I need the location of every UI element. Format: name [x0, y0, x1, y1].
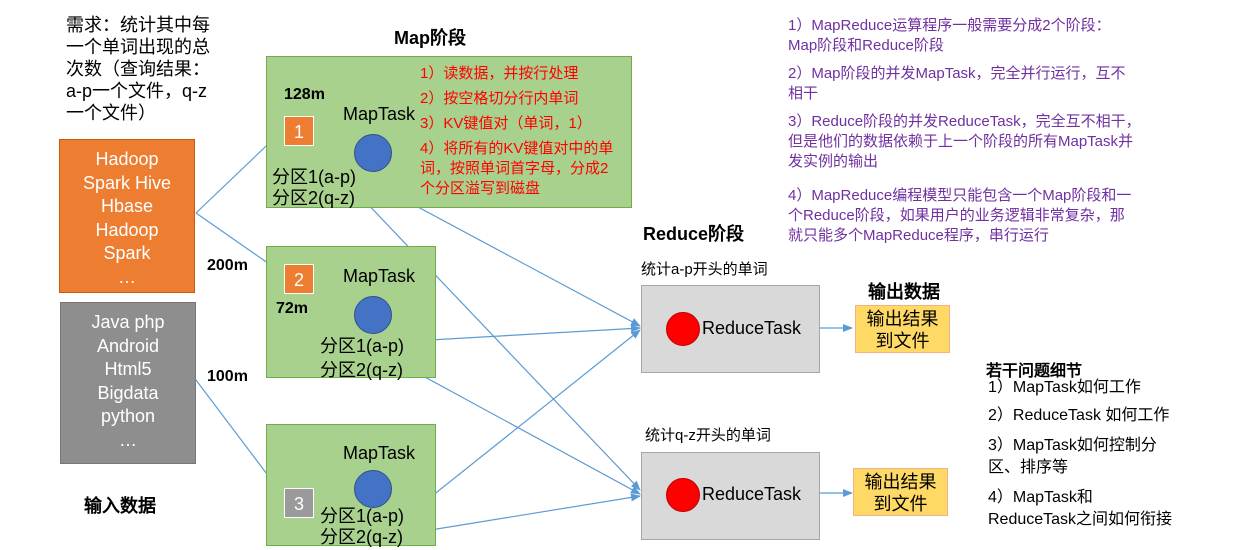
output-result-1: 输出结果 到文件	[855, 305, 950, 353]
question-item: 1）MapTask如何工作	[988, 379, 1141, 396]
split-size-72m: 72m	[276, 300, 309, 317]
split-size-100m: 100m	[207, 368, 248, 385]
input-line: …	[118, 266, 136, 287]
map-steps: 1）读数据，并按行处理 2）按空格切分行内单词 3）KV键值对（单词，1） 4）…	[420, 63, 613, 198]
note-line: 发实例的输出	[788, 153, 879, 170]
map-step: 3）KV键值对（单词，1）	[420, 115, 592, 132]
question-item: 4）MapTask和	[988, 489, 1093, 506]
input-line: …	[119, 429, 137, 450]
note-line: 个Reduce阶段，如果用户的业务逻辑非常复杂，那	[788, 207, 1125, 224]
input-line: Android	[96, 335, 160, 356]
reduce-stage-title: Reduce阶段	[643, 224, 745, 244]
map3-partition2: 分区2(q-z)	[320, 527, 404, 547]
question-item: 3）MapTask如何控制分	[988, 437, 1157, 454]
reducetask-label-1: ReduceTask	[702, 318, 802, 338]
note-line: Map阶段和Reduce阶段	[788, 37, 944, 54]
map-task-box-2	[266, 246, 436, 378]
split-3-badge: 3	[284, 488, 314, 518]
note-line: 2）Map阶段的并发MapTask，完全并行运行，互不	[788, 65, 1126, 82]
reduce-group1-caption: 统计a-p开头的单词	[641, 261, 768, 278]
map2-partition2: 分区2(q-z)	[320, 360, 404, 380]
maptask-1-icon	[354, 134, 392, 172]
requirement-text: 需求：统计其中每 一个单词出现的总 次数（查询结果： a-p一个文件，q-z 一…	[66, 14, 241, 124]
requirement-line: 一个单词出现的总	[66, 37, 210, 57]
output-data-title: 输出数据	[868, 282, 940, 302]
requirement-line: 一个文件）	[66, 103, 156, 123]
output-result-2: 输出结果 到文件	[853, 468, 948, 516]
note-line: 但是他们的数据依赖于上一个阶段的所有MapTask并	[788, 133, 1134, 150]
questions-list: 1）MapTask如何工作 2）ReduceTask 如何工作 3）MapTas…	[988, 377, 1172, 531]
maptask-2-icon	[354, 296, 392, 334]
map-stage-title: Map阶段	[394, 28, 466, 48]
input-line: python	[100, 406, 156, 426]
requirement-line: 次数（查询结果：	[66, 59, 210, 79]
input-line: Html5	[104, 359, 152, 379]
maptask-3-icon	[354, 470, 392, 508]
map1-partition1: 分区1(a-p)	[272, 167, 357, 187]
map3-partition1: 分区1(a-p)	[320, 506, 405, 526]
arrow-map3p2-reduce2	[411, 493, 641, 534]
input-line: Hadoop	[95, 219, 159, 240]
output-line: 输出结果	[864, 472, 937, 492]
map-step: 词，按照单词首字母，分成2	[420, 160, 609, 177]
reducetask-2-icon	[666, 478, 700, 512]
input-line: Hbase	[100, 196, 154, 216]
map2-partition1: 分区1(a-p)	[320, 336, 405, 356]
question-item: 区、排序等	[988, 459, 1069, 476]
map-step: 个分区溢写到磁盘	[420, 180, 541, 197]
map-step: 4）将所有的KV键值对中的单	[420, 140, 614, 157]
note-line: 4）MapReduce编程模型只能包含一个Map阶段和一	[788, 187, 1132, 204]
note-line: 3）Reduce阶段的并发ReduceTask，完全互不相干，	[788, 113, 1141, 130]
requirement-line: a-p一个文件，q-z	[66, 81, 208, 101]
split-size-200m: 200m	[207, 257, 248, 274]
stage-notes: 1）MapReduce运算程序一般需要分成2个阶段： Map阶段和Reduce阶…	[788, 16, 1188, 246]
arrow-map2p1-reduce1	[411, 324, 641, 342]
output-line: 到文件	[873, 494, 928, 514]
requirement-line: 需求：统计其中每	[66, 15, 210, 35]
output-line: 输出结果	[866, 309, 939, 329]
map1-partition2: 分区2(q-z)	[272, 188, 356, 208]
note-line: 相干	[788, 85, 819, 102]
reducetask-label-2: ReduceTask	[702, 484, 802, 504]
reduce-group2-caption: 统计q-z开头的单词	[645, 427, 771, 444]
input-line: Hadoop	[95, 149, 159, 169]
questions-title: 若干问题细节	[986, 363, 1083, 380]
input-line: Spark	[103, 243, 151, 263]
split-size-128m: 128m	[284, 86, 325, 103]
map-task-box-3	[266, 424, 436, 546]
maptask-label-3: MapTask	[343, 443, 416, 463]
question-item: 2）ReduceTask 如何工作	[988, 407, 1170, 424]
input-file-2: Java php Android Html5 Bigdata python …	[60, 302, 196, 464]
maptask-label-1: MapTask	[343, 104, 416, 124]
reducetask-box-1	[641, 285, 820, 373]
split-1-badge: 1	[284, 116, 314, 146]
map-task-box-1	[266, 56, 632, 208]
note-line: 1）MapReduce运算程序一般需要分成2个阶段：	[788, 17, 1111, 34]
input-line: Spark Hive	[82, 172, 172, 193]
arrow-map2p2-reduce2	[411, 369, 641, 495]
map-step: 1）读数据，并按行处理	[420, 65, 579, 82]
output-line: 到文件	[875, 331, 930, 351]
arrow-map3p1-reduce1	[411, 329, 641, 513]
input-line: Java php	[91, 312, 165, 332]
reducetask-1-icon	[666, 312, 700, 346]
input-file-1: Hadoop Spark Hive Hbase Hadoop Spark …	[59, 139, 195, 293]
question-item: ReduceTask之间如何衔接	[988, 511, 1173, 528]
split-2-badge: 2	[284, 264, 314, 294]
note-line: 就只能多个MapReduce程序，串行运行	[788, 227, 1049, 244]
input-line: Bigdata	[97, 382, 159, 403]
map-step: 2）按空格切分行内单词	[420, 90, 579, 107]
input-data-label: 输入数据	[84, 496, 156, 516]
maptask-label-2: MapTask	[343, 266, 416, 286]
